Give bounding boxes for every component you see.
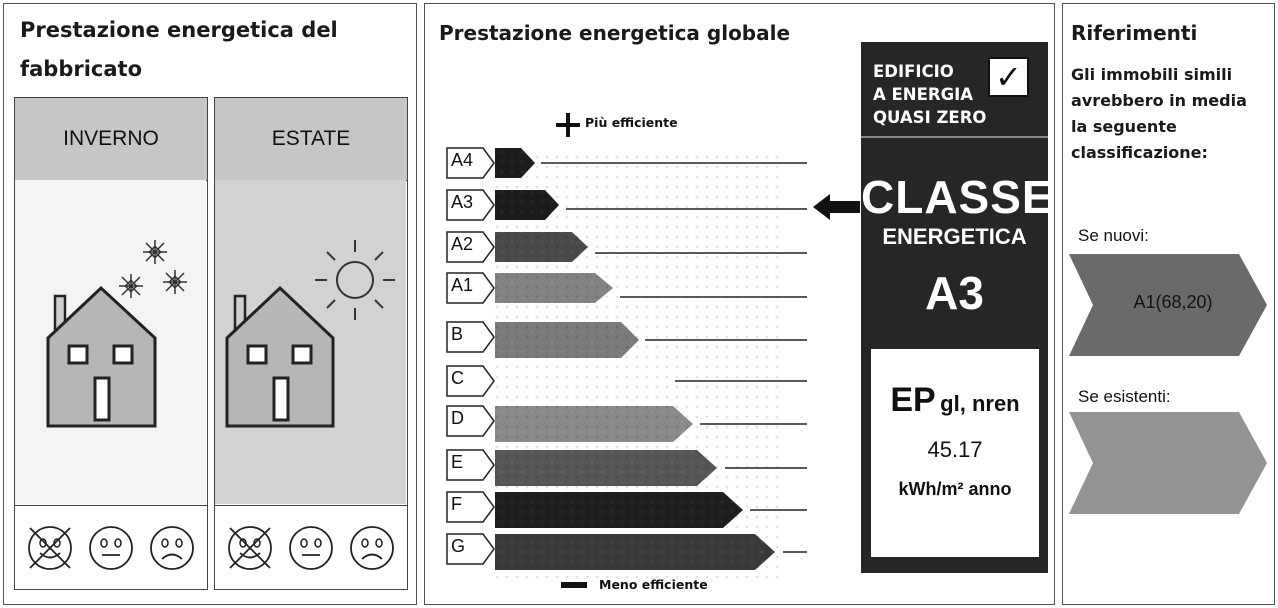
house-icon — [225, 285, 335, 428]
new-buildings-value: A1(68,20) — [1133, 292, 1213, 312]
class-label-boxes — [446, 147, 495, 565]
references-title: Riferimenti — [1071, 21, 1198, 45]
ep-unit: kWh/m² anno — [898, 479, 1012, 499]
class-label-A1 — [446, 272, 495, 304]
summer-rating-row — [215, 505, 407, 589]
winter-illustration — [15, 180, 206, 504]
class-label-G — [446, 533, 495, 565]
ep-value: 45.17 — [927, 437, 983, 462]
ep-box: EP gl, nren 45.17 kWh/m² anno — [871, 349, 1039, 557]
class-text-A4: A4 — [451, 150, 474, 170]
global-performance-panel: Prestazione energetica globale Più effic… — [424, 3, 1055, 605]
ep-sub-label: gl, nren — [940, 391, 1020, 416]
class-label-A4 — [446, 147, 495, 179]
class-word-2: ENERGETICA — [882, 224, 1027, 249]
less-efficient-label: Meno efficiente — [599, 577, 708, 592]
minus-icon — [561, 582, 587, 588]
house-icon — [46, 285, 157, 428]
class-text-C: C — [451, 368, 464, 388]
class-text-F: F — [451, 494, 462, 514]
references-text-line1: Gli immobili simili — [1071, 65, 1233, 84]
class-label-D — [446, 405, 495, 437]
new-buildings-arrow — [1069, 254, 1267, 356]
class-lines — [541, 162, 807, 553]
class-text-A3: A3 — [451, 192, 474, 212]
references-text-line3: la seguente — [1071, 117, 1177, 136]
class-label-F — [446, 491, 495, 523]
references-text-line4: classificazione: — [1071, 143, 1208, 162]
summer-column: ESTATE — [214, 97, 408, 590]
class-label-A3 — [446, 189, 495, 221]
class-text-A1: A1 — [451, 275, 474, 295]
class-text-D: D — [451, 408, 464, 428]
summer-header: ESTATE — [215, 98, 407, 181]
neutral-face-icon — [89, 525, 133, 570]
class-text-G: G — [451, 536, 466, 556]
class-label-E — [446, 449, 495, 481]
new-buildings-label: Se nuovi: — [1078, 226, 1149, 245]
existing-buildings-arrow — [1069, 412, 1267, 514]
class-text-A2: A2 — [451, 234, 474, 254]
winter-column: INVERNO — [14, 97, 208, 590]
nzeb-line1: EDIFICIO — [873, 62, 954, 81]
class-text-B: B — [451, 324, 464, 344]
more-efficient-label: Più efficiente — [585, 115, 678, 130]
nzeb-checkbox: ✓ — [988, 57, 1029, 97]
neutral-face-icon — [289, 525, 333, 570]
building-panel-title-line2: fabbricato — [20, 57, 143, 81]
building-performance-panel: Prestazione energetica del fabbricato IN… — [3, 3, 417, 605]
winter-header: INVERNO — [15, 98, 207, 181]
class-label-B — [446, 321, 495, 353]
energy-class-scale — [446, 147, 860, 578]
sad-face-icon — [150, 525, 195, 570]
references-text-line2: avrebbero in media — [1071, 91, 1247, 110]
happy-face-icon-crossed — [27, 525, 72, 570]
nzeb-label: EDIFICIO A ENERGIA QUASI ZERO — [873, 60, 986, 129]
divider — [861, 136, 1048, 138]
class-label-A2 — [446, 231, 495, 263]
winter-rating-row — [15, 505, 207, 589]
winter-label: INVERNO — [63, 127, 159, 150]
sun-icon — [315, 240, 395, 320]
class-word-1: CLASSE — [861, 171, 1054, 223]
class-text-E: E — [451, 452, 464, 472]
current-class-arrow-icon — [813, 194, 860, 220]
nzeb-line2: A ENERGIA — [873, 85, 974, 104]
check-icon: ✓ — [995, 58, 1022, 96]
global-panel-title: Prestazione energetica globale — [439, 21, 791, 45]
plus-icon — [556, 113, 580, 137]
sad-face-icon — [350, 525, 395, 570]
building-panel-title-line1: Prestazione energetica del — [20, 18, 338, 42]
energy-class-value: A3 — [925, 267, 984, 319]
happy-face-icon-crossed — [227, 525, 272, 570]
summer-label: ESTATE — [271, 127, 351, 150]
snowflake-icon — [119, 240, 187, 298]
ep-main-label: EP — [890, 381, 936, 419]
class-label-C — [446, 365, 495, 397]
references-panel: Riferimenti Gli immobili simili avrebber… — [1062, 3, 1275, 605]
existing-buildings-label: Se esistenti: — [1078, 387, 1171, 406]
summer-illustration — [215, 180, 406, 504]
class-bars — [495, 148, 785, 578]
nzeb-line3: QUASI ZERO — [873, 108, 987, 127]
